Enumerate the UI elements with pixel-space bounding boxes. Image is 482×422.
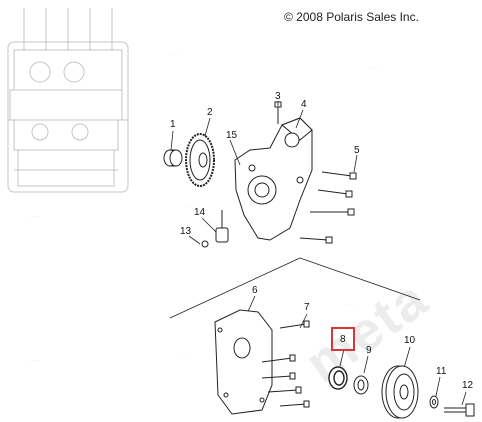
callout-11: 11 <box>436 366 447 377</box>
callout-4: 4 <box>301 99 307 110</box>
part-8-seal <box>328 366 348 390</box>
callout-10: 10 <box>404 335 416 346</box>
callout-13: 13 <box>180 226 192 237</box>
callout-7: 7 <box>304 302 310 313</box>
small-watermark: · · · <box>369 65 379 73</box>
part-10-pulley <box>381 365 419 419</box>
small-watermark: · · · <box>187 203 197 211</box>
callout-14: 14 <box>194 207 206 218</box>
callout-8: 8 <box>340 334 346 345</box>
part-11-washer <box>429 395 439 409</box>
callout-12: 12 <box>462 380 474 391</box>
highlight-box-part-8 <box>331 327 355 351</box>
engine-block-ghost <box>7 8 129 193</box>
small-watermark: · · · <box>345 301 355 309</box>
part-2-gear <box>185 133 215 187</box>
small-watermark: · · · <box>29 357 39 365</box>
part-14-fitting <box>201 210 229 248</box>
part-4-cover <box>234 117 313 241</box>
part-9-washer <box>353 375 369 395</box>
leader-lines <box>169 101 467 406</box>
callout-15: 15 <box>226 130 238 141</box>
callout-1: 1 <box>170 119 176 130</box>
small-watermark: · · · <box>171 51 181 59</box>
small-watermark: · · · <box>179 353 189 361</box>
part-7-bolts <box>261 320 310 408</box>
part-12-bolt <box>444 403 475 417</box>
part-1-bushing <box>163 149 183 167</box>
callout-2: 2 <box>207 107 213 118</box>
callout-6: 6 <box>252 285 258 296</box>
callout-5: 5 <box>354 145 360 156</box>
part-6-cover-plate <box>214 309 273 415</box>
copyright-text: © 2008 Polaris Sales Inc. <box>284 10 419 24</box>
callout-9: 9 <box>366 345 372 356</box>
small-watermark: · · · <box>349 207 359 215</box>
callout-3: 3 <box>275 91 281 102</box>
small-watermark: · · · <box>29 213 39 221</box>
part-5-bolts <box>299 171 357 244</box>
